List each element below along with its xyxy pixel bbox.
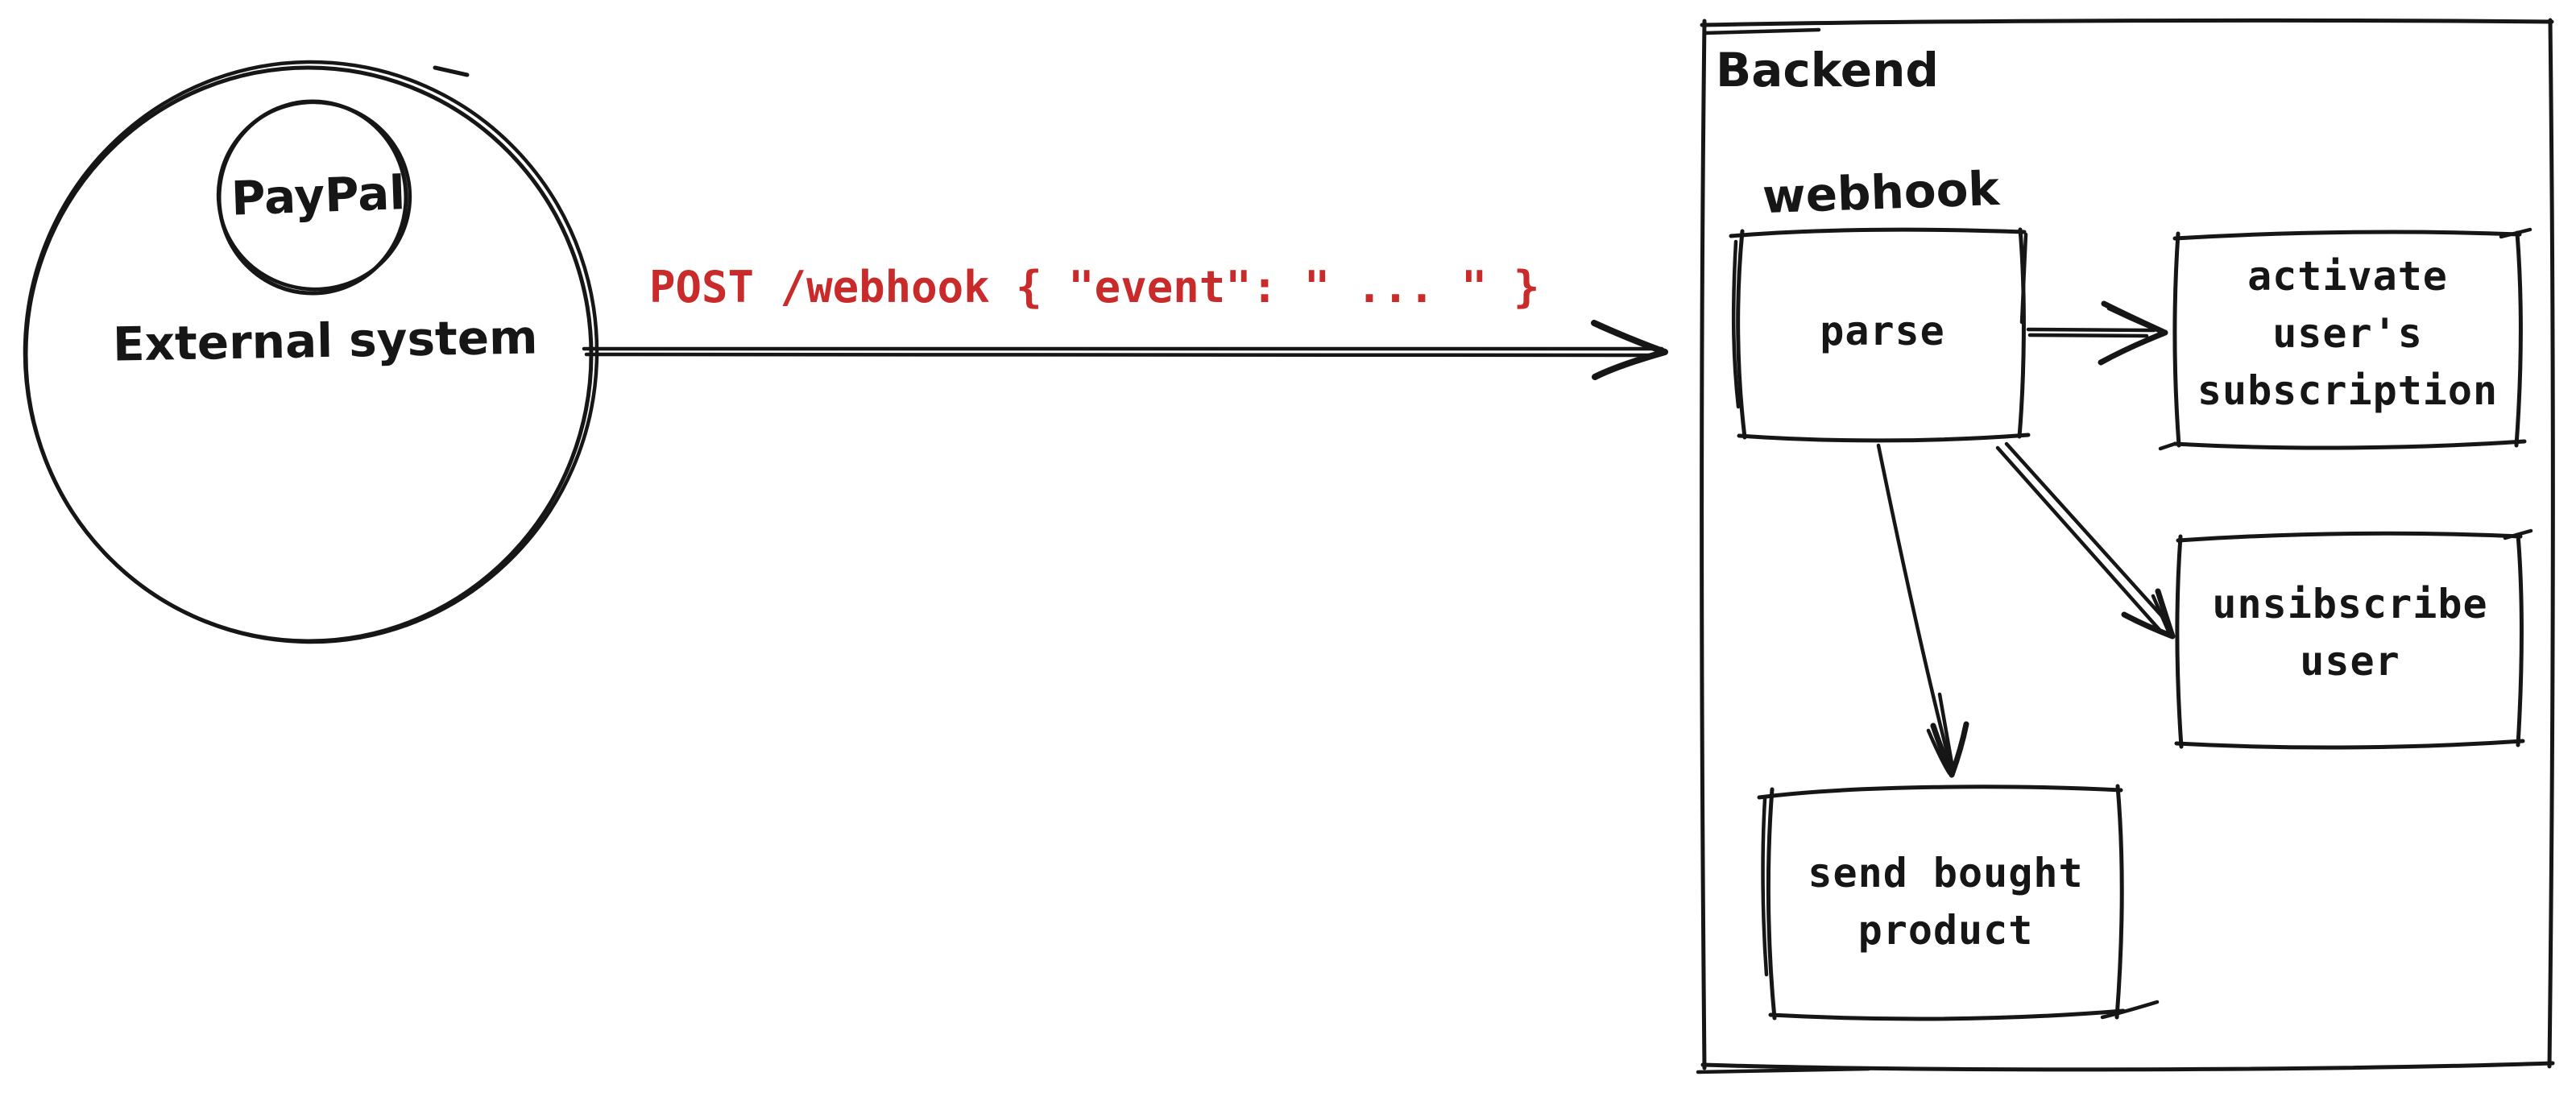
box-right-2 <box>2019 232 2028 325</box>
box-top <box>2176 531 2523 543</box>
circle-tick <box>433 65 470 77</box>
arrow-line-2 <box>1937 692 1955 770</box>
paypal-circle <box>216 99 412 296</box>
send-box-label: send bought product <box>1770 788 2122 1016</box>
box-right <box>2516 532 2524 747</box>
box-top-2 <box>1703 27 1821 35</box>
request-arrow <box>582 320 1668 380</box>
box-left <box>1700 19 1707 1070</box>
arrow-line <box>1995 445 2162 632</box>
arrow-line-2 <box>2004 441 2171 626</box>
box-left <box>2172 231 2181 448</box>
send-line-1: send bought <box>1808 850 2084 896</box>
backend-label: Backend <box>1716 43 1939 97</box>
box-bottom <box>2174 739 2525 750</box>
arrowhead-2 <box>2106 306 2164 334</box>
send-product-box <box>1757 784 2160 1021</box>
box-right <box>2514 230 2523 448</box>
box-left-2 <box>1731 239 1741 409</box>
box-bottom-2 <box>1696 1066 1871 1074</box>
activate-subscription-box <box>2158 227 2533 451</box>
box-left-2 <box>1761 797 1769 977</box>
parse-box-label: parse <box>1741 228 2023 435</box>
arrowhead-2 <box>1597 325 1663 354</box>
box-bottom-tick <box>2100 1000 2160 1020</box>
box-bottom <box>1700 1061 2555 1072</box>
box-top <box>2172 230 2522 241</box>
activate-box-label: activate user's subscription <box>2176 228 2519 439</box>
box-top <box>1729 227 2027 238</box>
external-system-label: External system <box>112 309 539 372</box>
unsubscribe-box-label: unsibscribe user <box>2179 528 2521 738</box>
circle-stroke-2 <box>216 100 412 292</box>
box-bottom-tick <box>2158 441 2177 451</box>
box-top <box>1757 785 2123 800</box>
arrowhead <box>2098 300 2168 366</box>
arrow-line-2 <box>584 352 1659 358</box>
unsubscribe-line-2: user <box>2300 638 2400 685</box>
paypal-label: PayPal <box>230 165 407 226</box>
arrowhead <box>2121 588 2176 640</box>
arrow-parse-to-unsubscribe <box>1995 441 2176 640</box>
arrowhead-2 <box>2151 594 2172 636</box>
arrow-parse-to-send <box>1876 443 1969 778</box>
unsubscribe-user-box <box>2174 528 2533 750</box>
box-top <box>1700 18 2554 27</box>
send-line-2: product <box>1857 907 2034 954</box>
box-right <box>2114 784 2124 1020</box>
box-bottom <box>1737 433 2031 443</box>
box-bottom <box>2172 439 2527 450</box>
arrow-line-2 <box>2027 333 2149 338</box>
parse-box <box>1729 227 2031 443</box>
box-bottom <box>1768 1008 2126 1021</box>
box-left <box>1766 787 1777 1021</box>
arrow-line <box>1876 443 1953 769</box>
circle-stroke-2 <box>23 60 599 644</box>
box-right <box>2017 227 2026 439</box>
backend-box <box>1696 18 2555 1074</box>
box-left <box>2175 534 2184 749</box>
box-right <box>2547 18 2555 1069</box>
unsubscribe-line-1: unsibscribe <box>2212 581 2488 627</box>
parse-label: parse <box>1820 308 1945 354</box>
arrow-parse-to-activate <box>2026 300 2168 366</box>
box-left <box>1736 229 1747 440</box>
activate-line-1: activate <box>2247 252 2448 300</box>
activate-line-3: subscription <box>2197 366 2499 414</box>
arrow-line <box>2026 327 2156 333</box>
arrowhead-2 <box>1926 728 1952 776</box>
arrowhead <box>1930 721 1969 778</box>
request-label: POST /webhook { "event": " ... " } <box>649 262 1540 313</box>
activate-line-2: user's <box>2272 309 2423 357</box>
webhook-label: webhook <box>1761 160 2001 225</box>
